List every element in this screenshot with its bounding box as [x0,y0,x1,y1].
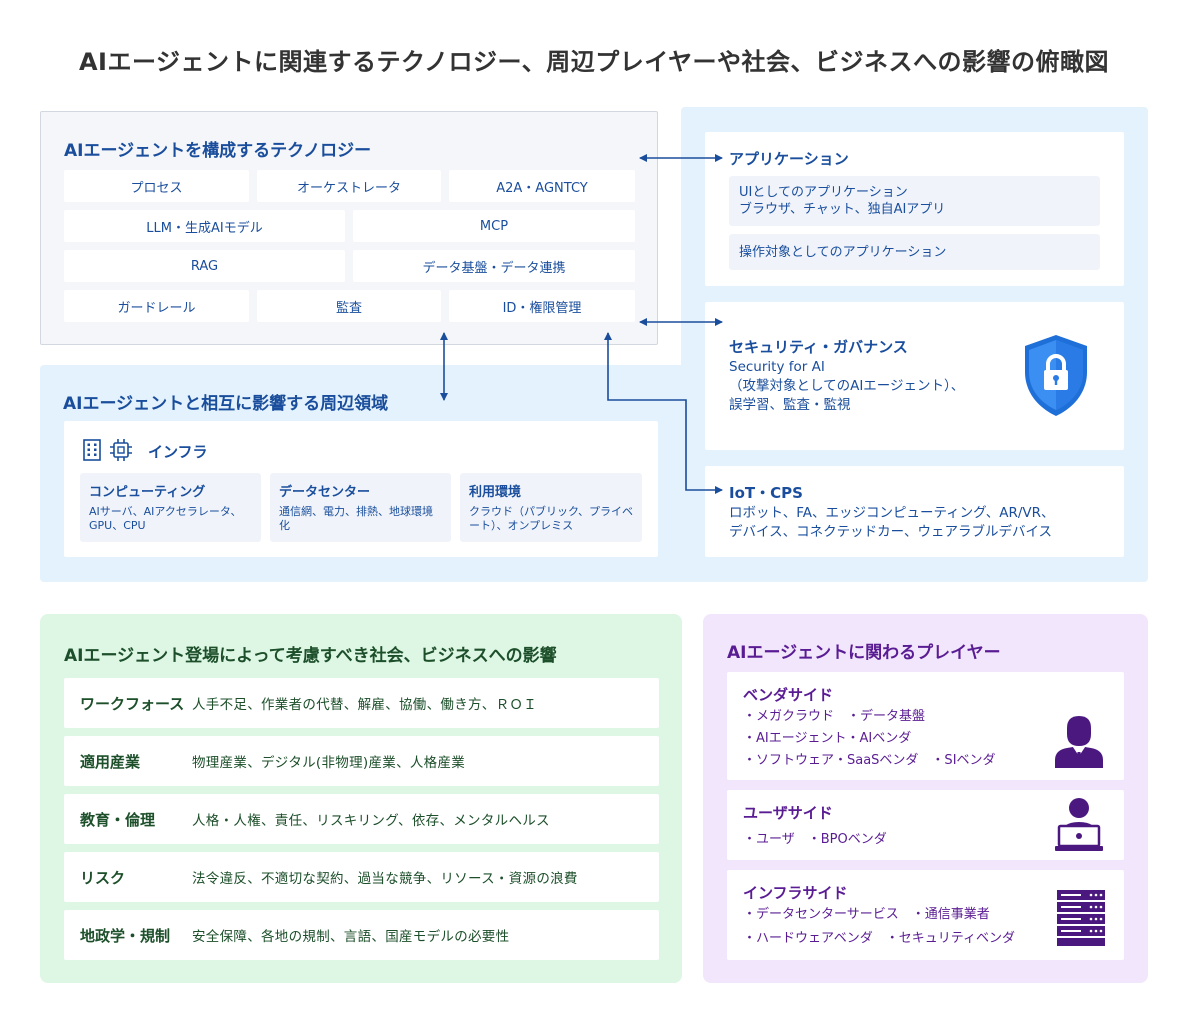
security-line3: 誤学習、監査・監視 [729,397,851,413]
chip-a2a: A2A・AGNTCY [449,170,635,202]
iot-line1: ロボット、FA、エッジコンピューティング、AR/VR、 [729,505,1055,521]
infra-datacenter-title: データセンター [279,485,371,500]
iot-line2: デバイス、コネクテッドカー、ウェアラブルデバイス [729,524,1053,540]
user-line1: ・ユーザ ・BPOベンダ [743,832,887,847]
iot-title: IoT・CPS [729,484,803,502]
impact-title: AIエージェント登場によって考慮すべき社会、ビジネスへの影響 [64,646,557,666]
security-line2: （攻撃対象としてのAIエージェント）、 [729,378,965,394]
chip-id-access: ID・権限管理 [449,290,635,322]
impact-row-key: 教育・倫理 [80,810,156,829]
impact-row: 適用産業 物理産業、デジタル(非物理)産業、人格産業 [64,736,659,786]
vendor-line1: ・メガクラウド ・データ基盤 [743,709,926,724]
infra-label: インフラ [148,443,208,461]
impact-row-key: 地政学・規制 [80,926,171,945]
page-title: AIエージェントに関連するテクノロジー、周辺プレイヤーや社会、ビジネスへの影響の… [78,48,1110,76]
vendor-card: ベンダサイド ・メガクラウド ・データ基盤 ・AIエージェント・AIベンダ ・ソ… [727,672,1124,780]
impact-row: 教育・倫理 人格・人権、責任、リスキリング、依存、メンタルヘルス [64,794,659,844]
application-title: アプリケーション [729,150,849,168]
vendor-title: ベンダサイド [743,686,834,704]
impact-panel: AIエージェント登場によって考慮すべき社会、ビジネスへの影響 ワークフォース 人… [40,614,682,983]
surrounding-title: AIエージェントと相互に影響する周辺領域 [63,394,389,414]
impact-row-value: 物理産業、デジタル(非物理)産業、人格産業 [192,755,466,771]
iot-card: IoT・CPS ロボット、FA、エッジコンピューティング、AR/VR、 デバイス… [705,466,1124,557]
impact-row-key: 適用産業 [80,752,141,771]
chip-data-platform: データ基盤・データ連携 [353,250,635,282]
shield-lock-icon [1021,332,1091,422]
impact-row: 地政学・規制 安全保障、各地の規制、言語、国産モデルの必要性 [64,910,659,960]
impact-row-value: 法令違反、不適切な契約、過当な競争、リソース・資源の浪費 [192,871,578,887]
impact-row-key: リスク [80,868,126,887]
impact-row-key: ワークフォース [80,694,185,713]
infra-environment-title: 利用環境 [469,485,522,500]
infra-environment-text: クラウド（パブリック、プライベート）、オンプレミス [469,505,634,532]
user-card: ユーザサイド ・ユーザ ・BPOベンダ [727,790,1124,860]
chip-rag: RAG [64,250,345,282]
vendor-line3: ・ソフトウェア・SaaSベンダ ・SIベンダ [743,753,996,768]
infra-side-line1: ・データセンターサービス ・通信事業者 [743,907,990,922]
application-ui-line1: UIとしてのアプリケーション [739,185,908,200]
chip-audit: 監査 [257,290,441,322]
infra-card: インフラ コンピューティング AIサーバ、AIアクセラレータ、GPU、CPU デ… [64,421,658,557]
chip-orchestrator: オーケストレータ [257,170,441,202]
infra-side-line2: ・ハードウェアベンダ ・セキュリティベンダ [743,931,1015,946]
players-title: AIエージェントに関わるプレイヤー [727,643,1001,663]
infra-computing: コンピューティング AIサーバ、AIアクセラレータ、GPU、CPU [80,473,261,542]
impact-row-value: 安全保障、各地の規制、言語、国産モデルの必要性 [192,929,510,945]
arrow-tech-iot [604,332,723,494]
laptop-user-icon [1053,796,1105,858]
infra-computing-title: コンピューティング [89,485,206,500]
connector-arrows [440,154,723,494]
impact-row: ワークフォース 人手不足、作業者の代替、解雇、協働、働き方、ＲＯＩ [64,678,659,728]
chip-process: プロセス [64,170,249,202]
vendor-line2: ・AIエージェント・AIベンダ [743,731,912,746]
technology-box: AIエージェントを構成するテクノロジー プロセス オーケストレータ A2A・AG… [40,111,658,345]
infra-computing-text: AIサーバ、AIアクセラレータ、GPU、CPU [89,505,242,532]
application-ui-box: UIとしてのアプリケーション ブラウザ、チャット、独自AIアプリ [729,176,1100,226]
businessman-icon [1053,712,1105,772]
security-line1: Security for AI [729,359,825,375]
chip-mcp: MCP [353,210,635,242]
impact-row-value: 人手不足、作業者の代替、解雇、協働、働き方、ＲＯＩ [192,697,537,713]
user-title: ユーザサイド [743,804,833,822]
application-ui-line2: ブラウザ、チャット、独自AIアプリ [739,202,946,217]
chip-icon [109,438,133,466]
application-target-text: 操作対象としてのアプリケーション [739,245,947,260]
security-card: セキュリティ・ガバナンス Security for AI （攻撃対象としてのAI… [705,302,1124,450]
application-target-box: 操作対象としてのアプリケーション [729,234,1100,270]
building-icon [82,439,102,465]
server-rack-icon [1057,890,1105,950]
technology-title: AIエージェントを構成するテクノロジー [64,141,372,161]
infra-datacenter: データセンター 通信網、電力、排熱、地球環境化 [270,473,451,542]
impact-row: リスク 法令違反、不適切な契約、過当な競争、リソース・資源の浪費 [64,852,659,902]
application-card: アプリケーション UIとしてのアプリケーション ブラウザ、チャット、独自AIアプ… [705,132,1124,286]
impact-row-value: 人格・人権、責任、リスキリング、依存、メンタルヘルス [192,813,550,829]
chip-guardrail: ガードレール [64,290,249,322]
security-title: セキュリティ・ガバナンス [729,338,908,356]
chip-llm: LLM・生成AIモデル [64,210,345,242]
players-panel: AIエージェントに関わるプレイヤー ベンダサイド ・メガクラウド ・データ基盤 … [703,614,1148,983]
infra-datacenter-text: 通信網、電力、排熱、地球環境化 [279,505,433,532]
infra-side-card: インフラサイド ・データセンターサービス ・通信事業者 ・ハードウェアベンダ ・… [727,870,1124,960]
infra-side-title: インフラサイド [743,884,848,902]
